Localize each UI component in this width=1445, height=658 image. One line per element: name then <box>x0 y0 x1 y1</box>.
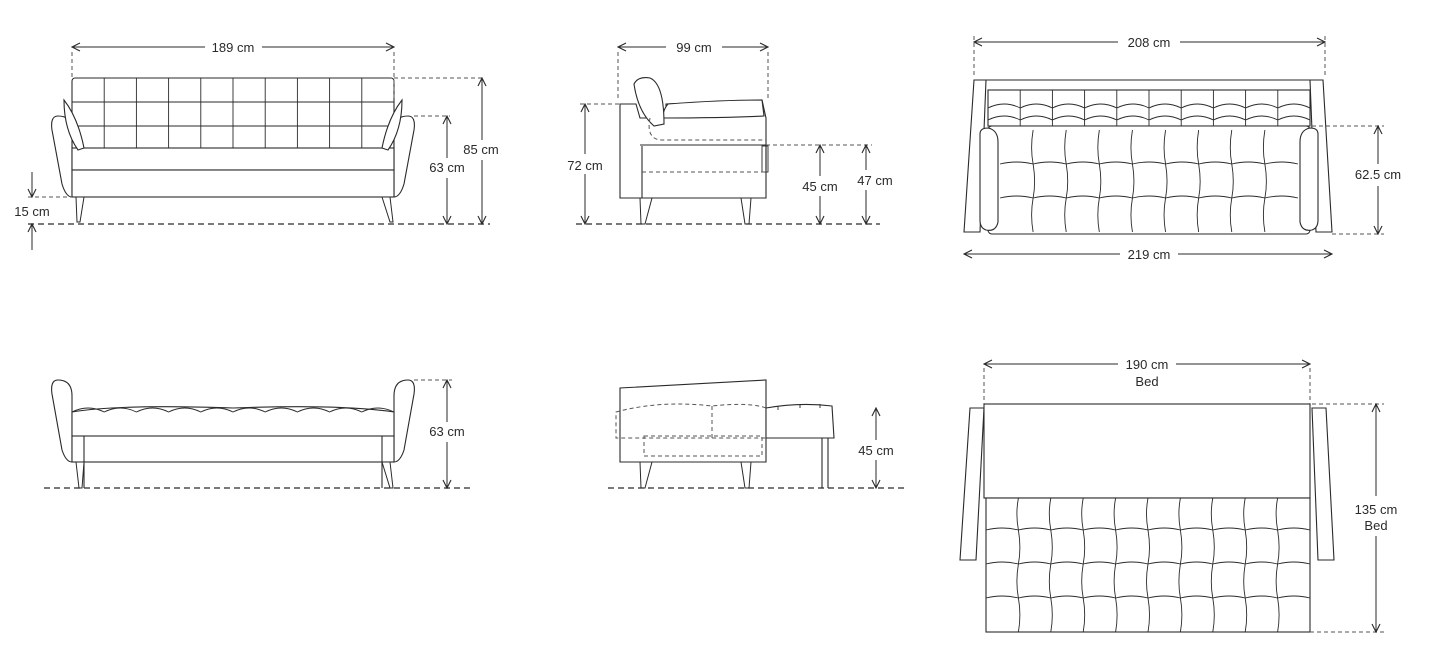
top-total-width-dimension: 219 cm <box>964 247 1332 262</box>
bed-length-note: Bed <box>1135 374 1158 389</box>
top-view-sofa <box>963 36 1384 235</box>
side-depth-dimension: 99 cm <box>618 40 768 55</box>
front-width-dimension: 189 cm <box>72 40 394 55</box>
top-depth-dimension: 62.5 cm <box>1355 126 1401 234</box>
top-view-bed <box>959 368 1384 633</box>
bed-width-dimension: 135 cm Bed <box>1355 404 1398 632</box>
side-back-height-dimension: 72 cm <box>567 104 603 224</box>
top-total-width-label: 219 cm <box>1128 247 1171 262</box>
side-seat-height-dimension: 45 cm <box>802 145 838 224</box>
front-arm-height-dimension: 63 cm <box>429 116 465 224</box>
top-depth-label: 62.5 cm <box>1355 167 1401 182</box>
top-back-width-label: 208 cm <box>1128 35 1171 50</box>
side-view-bed <box>608 379 904 489</box>
front-leg-height-label: 15 cm <box>14 204 49 219</box>
bed-length-label: 190 cm <box>1126 357 1169 372</box>
side-back-height-label: 72 cm <box>567 158 602 173</box>
side-depth-label: 99 cm <box>676 40 711 55</box>
front-arm-height-label: 63 cm <box>429 160 464 175</box>
top-back-width-dimension: 208 cm <box>974 35 1325 50</box>
bed-side-height-label: 45 cm <box>858 443 893 458</box>
bed-width-label: 135 cm <box>1355 502 1398 517</box>
bed-side-height-dimension: 45 cm <box>858 408 894 488</box>
front-leg-height-dimension: 15 cm <box>14 172 50 250</box>
front-view-bed <box>44 379 472 489</box>
side-arm-height-label: 47 cm <box>857 173 892 188</box>
bed-front-height-dimension: 63 cm <box>429 380 465 488</box>
bed-width-note: Bed <box>1364 518 1387 533</box>
bed-length-dimension: 190 cm Bed <box>984 357 1310 389</box>
front-height-dimension: 85 cm <box>463 78 499 224</box>
side-seat-height-label: 45 cm <box>802 179 837 194</box>
front-height-label: 85 cm <box>463 142 498 157</box>
side-view-sofa <box>576 52 880 225</box>
front-view-sofa <box>28 52 490 225</box>
bed-front-height-label: 63 cm <box>429 424 464 439</box>
front-width-label: 189 cm <box>212 40 255 55</box>
side-arm-height-dimension: 47 cm <box>857 145 893 224</box>
